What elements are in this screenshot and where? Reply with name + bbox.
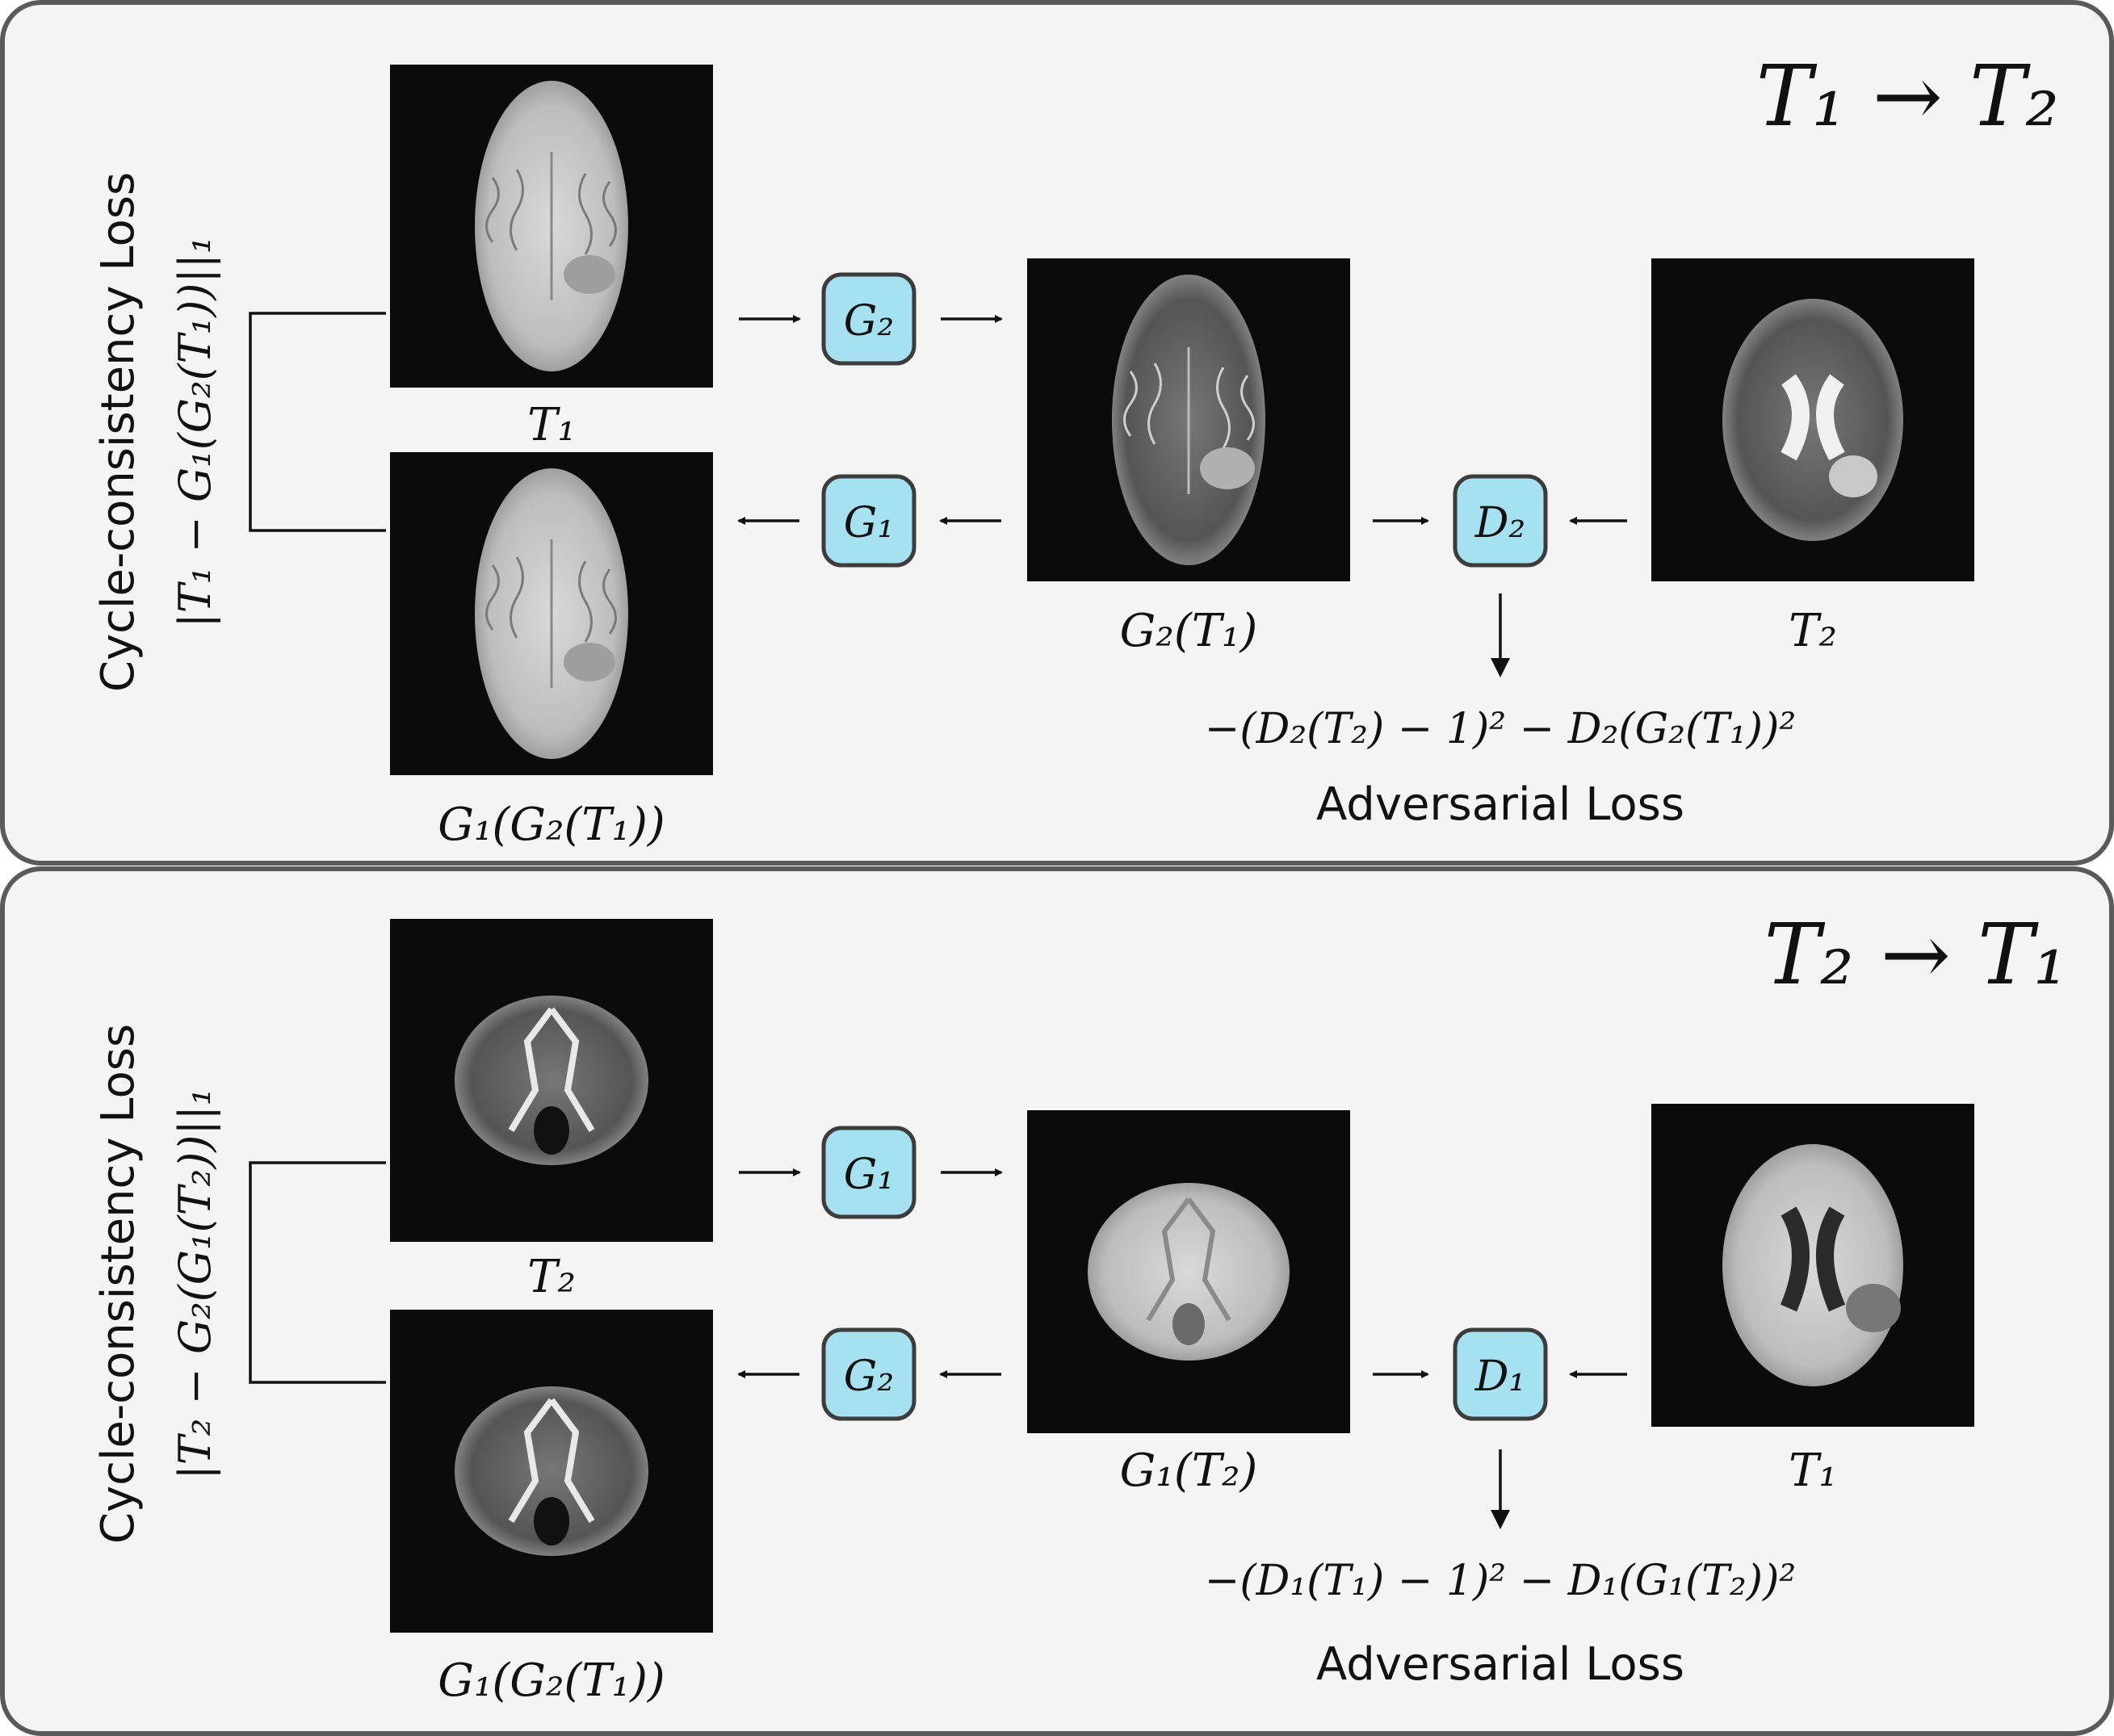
backward-generator-label: G₂ [844,1352,894,1401]
forward-generator-label: G₂ [844,297,894,346]
generated-scan [1027,258,1350,581]
cycle-loss-formula: |T₂ − G₂(G₁(T₂))||₁ [170,1088,220,1480]
cycle-bracket [249,312,386,532]
backward-generator-label: G₁ [844,499,894,547]
generated-scan [1027,1110,1350,1433]
real-target-label: T₂ [1789,605,1837,657]
generated-label: G₂(T₁) [1120,605,1258,657]
discriminator: D₂ [1453,474,1548,568]
adversarial-formula: −(D₁(T₁) − 1)² − D₁(G₁(T₂))² [1205,1557,1796,1605]
forward-generator-label: G₁ [844,1151,894,1199]
input-scan [390,919,713,1242]
adversarial-formula: −(D₂(T₂) − 1)² − D₂(G₂(T₁))² [1205,705,1796,753]
adversarial-loss-label: Adversarial Loss [1316,1638,1684,1691]
backward-generator: G₁ [821,474,916,568]
reconstruction-label: G₁(G₂(T₁)) [438,799,665,851]
panel-t1-to-t2: T₁ → T₂ Cycle-consistency Loss |T₁ − G₁(… [0,0,2114,866]
cycle-bracket [249,1161,386,1384]
real-target-scan [1651,258,1974,581]
cycle-loss-label: Cycle-consistency Loss [92,172,145,692]
generated-label: G₁(T₂) [1120,1445,1258,1497]
panel-t2-to-t1: T₂ → T₁ Cycle-consistency Loss |T₂ − G₂(… [0,866,2114,1736]
forward-generator: G₂ [821,272,916,366]
panel-title: T₁ → T₂ [1756,47,2059,145]
real-target-label: T₁ [1789,1445,1837,1497]
input-label: T₁ [527,399,576,451]
reconstruction-scan [390,452,713,775]
backward-generator: G₂ [821,1327,916,1421]
input-scan [390,65,713,388]
discriminator-label: D₁ [1474,1352,1526,1401]
discriminator-label: D₂ [1474,499,1526,547]
adversarial-loss-label: Adversarial Loss [1316,778,1684,831]
panel-title: T₂ → T₁ [1764,905,2067,1004]
cycle-loss-label: Cycle-consistency Loss [92,1024,145,1544]
discriminator: D₁ [1453,1327,1548,1421]
reconstruction-scan [390,1310,713,1633]
cycle-loss-formula: |T₁ − G₁(G₂(T₁))||₁ [170,237,220,628]
real-target-scan [1651,1104,1974,1427]
reconstruction-label: G₁(G₂(T₁)) [438,1654,665,1707]
input-label: T₂ [527,1251,576,1303]
forward-generator: G₁ [821,1126,916,1219]
